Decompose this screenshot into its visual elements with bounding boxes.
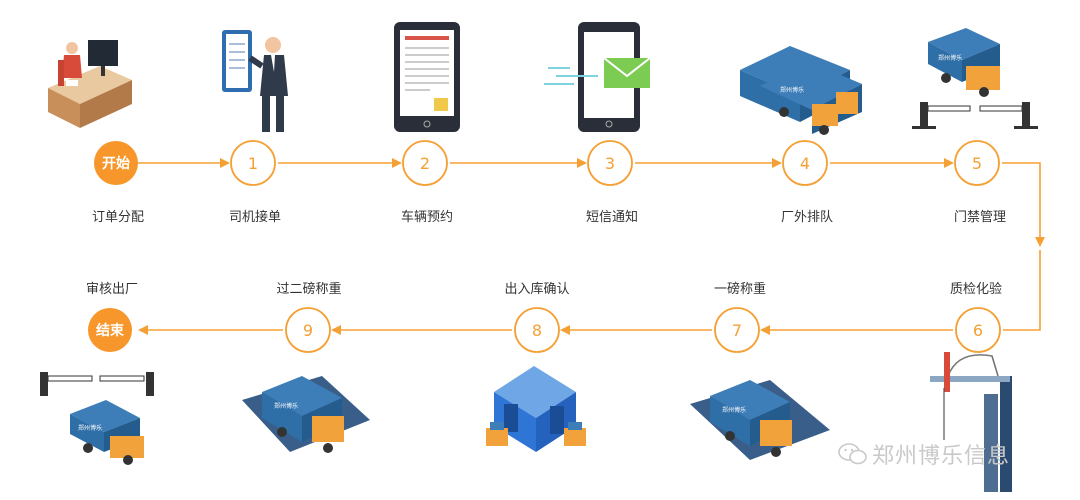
label-step-4: 厂外排队 bbox=[780, 210, 833, 225]
node-4-number: 4 bbox=[800, 154, 810, 173]
node-7-number: 7 bbox=[732, 321, 742, 340]
node-4: 4 bbox=[782, 140, 828, 186]
phone-sms-icon bbox=[544, 22, 651, 132]
node-1: 1 bbox=[230, 140, 276, 186]
node-7: 7 bbox=[714, 307, 760, 353]
label-step-5: 门禁管理 bbox=[953, 210, 1006, 225]
node-2: 2 bbox=[402, 140, 448, 186]
truck-text-exit: 郑州博乐 bbox=[78, 424, 102, 432]
node-8: 8 bbox=[514, 307, 560, 353]
tablet-reservation-icon bbox=[394, 22, 460, 132]
gate-truck-icon bbox=[912, 28, 1038, 129]
node-5-number: 5 bbox=[972, 154, 982, 173]
connectors bbox=[138, 158, 1045, 335]
arrow-5-down bbox=[1002, 162, 1045, 247]
node-8-number: 8 bbox=[532, 321, 542, 340]
wechat-icon bbox=[838, 442, 868, 472]
node-6: 6 bbox=[955, 307, 1001, 353]
weighbridge-truck-icon-1 bbox=[690, 380, 830, 460]
label-start: 订单分配 bbox=[91, 210, 144, 225]
node-end-text: 结束 bbox=[96, 322, 125, 339]
label-end: 审核出厂 bbox=[85, 282, 138, 297]
label-step-2: 车辆预约 bbox=[400, 210, 453, 225]
node-6-number: 6 bbox=[973, 321, 983, 340]
label-step-1: 司机接单 bbox=[228, 210, 281, 225]
sampling-probe-icon bbox=[930, 352, 1012, 492]
node-5: 5 bbox=[954, 140, 1000, 186]
watermark: 郑州博乐信息 bbox=[838, 438, 1010, 472]
truck-text-bridge-1: 郑州博乐 bbox=[722, 406, 746, 414]
node-end: 结束 bbox=[88, 308, 132, 352]
driver-tablet-icon bbox=[222, 30, 288, 132]
watermark-text: 郑州博乐信息 bbox=[872, 444, 1011, 469]
node-9-number: 9 bbox=[303, 321, 313, 340]
weighbridge-truck-icon-2 bbox=[242, 376, 370, 453]
node-start: 开始 bbox=[94, 141, 138, 185]
truck-queue-icon bbox=[740, 46, 862, 135]
node-3-number: 3 bbox=[605, 154, 615, 173]
node-9: 9 bbox=[285, 307, 331, 353]
node-1-number: 1 bbox=[248, 154, 258, 173]
label-step-3: 短信通知 bbox=[585, 210, 638, 225]
arrow-into-6 bbox=[1003, 250, 1041, 331]
label-step-7: 一磅称重 bbox=[713, 282, 766, 297]
label-step-9: 过二磅称重 bbox=[276, 282, 342, 297]
office-desk-icon bbox=[48, 40, 132, 128]
truck-text-bridge-2: 郑州博乐 bbox=[274, 402, 298, 410]
truck-text-gate: 郑州博乐 bbox=[938, 54, 962, 62]
label-step-8: 出入库确认 bbox=[504, 282, 570, 297]
node-2-number: 2 bbox=[420, 154, 430, 173]
node-start-text: 开始 bbox=[102, 155, 130, 172]
truck-text-queue: 郑州博乐 bbox=[780, 86, 804, 94]
label-step-6: 质检化验 bbox=[949, 282, 1002, 297]
node-3: 3 bbox=[587, 140, 633, 186]
exit-gate-truck-icon bbox=[40, 372, 154, 465]
warehouse-icon bbox=[486, 366, 586, 452]
